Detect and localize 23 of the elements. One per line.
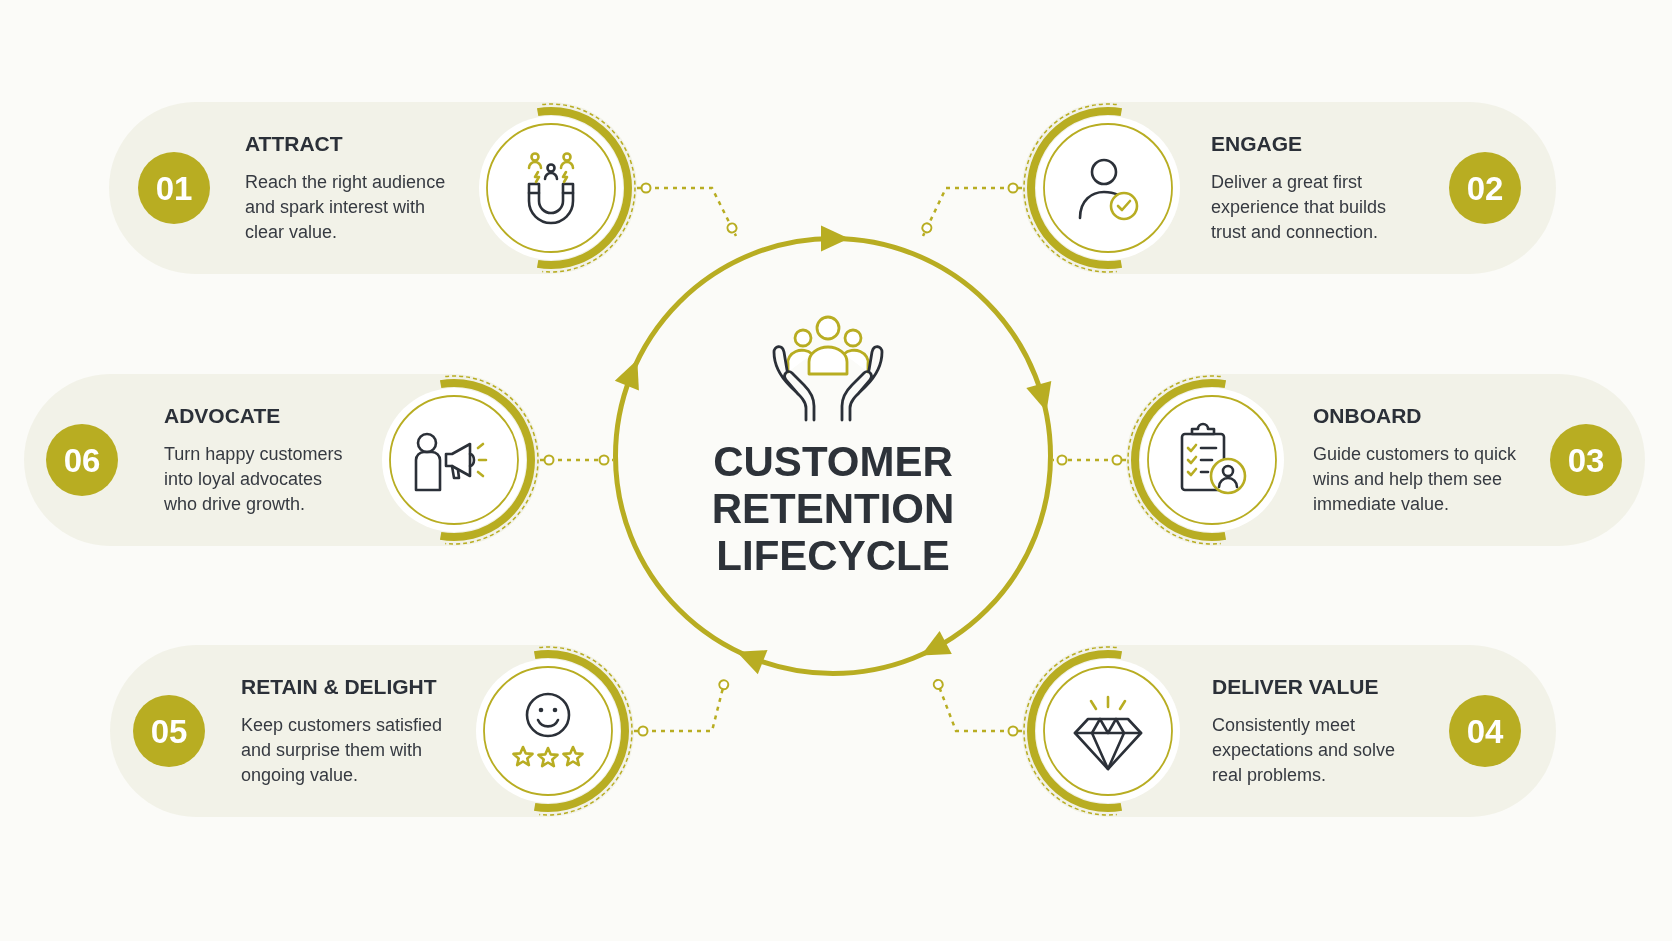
stage-title: ATTRACT bbox=[245, 131, 344, 157]
dotted-connector bbox=[921, 182, 1022, 237]
stage-title: RETAIN & DELIGHT bbox=[241, 674, 438, 700]
center-title: CUSTOMER RETENTION LIFECYCLE bbox=[710, 438, 956, 579]
step-number: 06 bbox=[46, 424, 118, 496]
dotted-connector bbox=[637, 182, 738, 237]
stage-description: Deliver a great first experience that builds trust and connection. bbox=[1211, 171, 1388, 244]
step-number: 05 bbox=[133, 695, 205, 767]
stage-title: ENGAGE bbox=[1211, 131, 1303, 157]
step-number: 02 bbox=[1449, 152, 1521, 224]
step-number: 01 bbox=[138, 152, 210, 224]
stage-description: Guide customers to quick wins and help them see immediate value. bbox=[1313, 443, 1518, 516]
stage-description: Keep customers satisfied and surprise them with ongoing value. bbox=[241, 714, 444, 787]
stage-title: ADVOCATE bbox=[164, 403, 282, 429]
dotted-connector bbox=[1053, 454, 1126, 466]
stage-description: Consistently meet expectations and solve real problems. bbox=[1212, 714, 1397, 787]
stage-title: DELIVER VALUE bbox=[1212, 674, 1380, 700]
step-number: 04 bbox=[1449, 695, 1521, 767]
stage-description: Turn happy customers into loyal advocates who drive growth. bbox=[164, 443, 344, 516]
step-number: 03 bbox=[1550, 424, 1622, 496]
stage-title: ONBOARD bbox=[1313, 403, 1423, 429]
stage-description: Reach the right audience and spark interest with clear value. bbox=[245, 171, 447, 244]
dotted-connector bbox=[540, 454, 613, 466]
